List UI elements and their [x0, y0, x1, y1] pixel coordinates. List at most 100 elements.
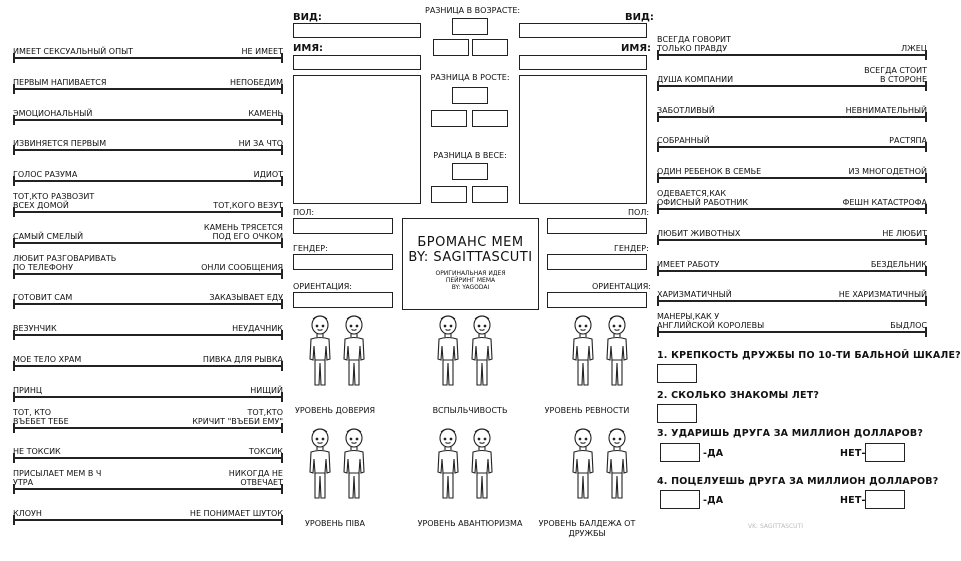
answer-3-no-label: НЕТ- — [840, 448, 866, 459]
height-diff-box-right[interactable] — [472, 110, 508, 127]
figure-pair[interactable] — [566, 315, 634, 391]
right-gender-field[interactable] — [547, 254, 647, 270]
person-figure — [572, 428, 594, 499]
right-scale-left-label: ИМЕЕТ РАБОТУ — [657, 259, 720, 269]
left-scale-right-label: НЕУДАЧНИК — [232, 324, 283, 334]
question-1: 1. КРЕПКОСТЬ ДРУЖБЫ ПО 10-ТИ БАЛЬНОЙ ШКА… — [657, 350, 961, 361]
figure-pair[interactable] — [303, 315, 371, 391]
left-scale-line[interactable] — [13, 53, 283, 63]
right-name-field[interactable] — [519, 55, 647, 70]
left-gender-label: ГЕНДЕР: — [293, 244, 328, 253]
left-scale-right-label: ОНЛИ СООБЩЕНИЯ — [201, 262, 283, 272]
watermark: VK: SAGITTASCUTI — [748, 523, 803, 530]
left-scale-line[interactable] — [13, 83, 283, 94]
person-figure — [606, 315, 628, 386]
weight-diff-box-right[interactable] — [472, 186, 508, 203]
left-scale-line[interactable] — [13, 484, 283, 495]
figure-pair[interactable] — [303, 428, 371, 504]
right-scale-line[interactable] — [657, 296, 927, 307]
right-scale-line[interactable] — [657, 234, 927, 245]
right-scale-line[interactable] — [657, 50, 927, 60]
left-scale-line[interactable] — [13, 361, 283, 371]
left-pol-label: ПОЛ: — [293, 208, 315, 217]
figure-pair[interactable] — [431, 428, 499, 504]
left-scale-left-label: ИЗВИНЯЕТСЯ ПЕРВЫМ — [13, 139, 107, 149]
right-photo-box[interactable] — [519, 75, 647, 204]
left-scale-line[interactable] — [13, 268, 283, 279]
answer-3-yes-box[interactable] — [660, 443, 700, 462]
right-scale-line[interactable] — [657, 173, 927, 184]
left-scale-right-label: КАМЕНЬ — [248, 108, 283, 118]
left-scale-line[interactable] — [13, 207, 283, 217]
right-pol-label: ПОЛ: — [628, 208, 650, 217]
left-scale-line[interactable] — [13, 391, 283, 402]
left-scale-line[interactable] — [13, 145, 283, 156]
answer-2-box[interactable] — [657, 404, 697, 423]
right-scale-line[interactable] — [657, 204, 927, 214]
left-scale-line[interactable] — [13, 422, 283, 433]
answer-4-yes-box[interactable] — [660, 490, 700, 509]
left-scale-line[interactable] — [13, 114, 283, 125]
left-photo-box[interactable] — [293, 75, 421, 204]
left-orient-field[interactable] — [293, 292, 393, 308]
person-figure — [309, 315, 331, 386]
left-scale-left-label: САМЫЙ СМЕЛЫЙ — [13, 231, 84, 241]
left-scale-left-label: ГОЛОС РАЗУМА — [13, 170, 78, 180]
weight-diff-box-top[interactable] — [452, 163, 488, 180]
right-vid-field[interactable] — [519, 23, 647, 38]
figure-caption: УРОВЕНЬ АВАНТЮРИЗМА — [417, 519, 523, 528]
left-vid-field[interactable] — [293, 23, 421, 38]
age-diff-box-top[interactable] — [452, 18, 488, 35]
right-scale-line[interactable] — [657, 327, 927, 338]
person-figure — [437, 315, 459, 386]
title-line-2: BY: SAGITTASCUTI — [408, 250, 533, 265]
title-credit: ОРИГИНАЛЬНАЯ ИДЕЯ ПЕЙРИНГ МЕМА BY: YAGOD… — [435, 270, 506, 291]
left-scale-right-label: НЕПОБЕДИМ — [229, 77, 283, 87]
left-scale-line[interactable] — [13, 176, 283, 187]
right-scale-line[interactable] — [657, 142, 927, 153]
left-pol-field[interactable] — [293, 218, 393, 234]
right-scale-left-label: ОДЕВАЕТСЯ,КАК ОФИСНЫЙ РАБОТНИК — [657, 189, 749, 207]
weight-diff-box-left[interactable] — [431, 186, 467, 203]
right-scale-left-label: ОДИН РЕБЕНОК В СЕМЬЕ — [657, 167, 762, 177]
right-scale-right-label: НЕ ХАРИЗМАТИЧНЫЙ — [838, 290, 927, 300]
left-scale-left-label: КЛОУН — [13, 509, 42, 518]
question-2: 2. СКОЛЬКО ЗНАКОМЫ ЛЕТ? — [657, 390, 820, 401]
right-scale-line[interactable] — [657, 80, 927, 91]
right-gender-label: ГЕНДЕР: — [614, 244, 649, 253]
figure-pair[interactable] — [431, 315, 499, 391]
answer-1-box[interactable] — [657, 364, 697, 383]
left-scale-line[interactable] — [13, 453, 283, 464]
left-scale-line[interactable] — [13, 237, 283, 248]
right-scale-line[interactable] — [657, 265, 927, 276]
answer-3-no-box[interactable] — [865, 443, 905, 462]
right-scale-left-label: МАНЕРЫ,КАК У АНГЛИЙСКОЙ КОРОЛЕВЫ — [657, 312, 765, 331]
height-diff-label: РАЗНИЦА В РОСТЕ: — [430, 73, 510, 82]
person-figure — [471, 315, 493, 386]
person-figure — [309, 428, 331, 499]
right-scale-right-label: РАСТЯПА — [889, 136, 927, 146]
weight-diff-label: РАЗНИЦА В ВЕСЕ: — [433, 151, 507, 160]
left-gender-field[interactable] — [293, 254, 393, 270]
right-pol-field[interactable] — [547, 218, 647, 234]
left-scale-left-label: ЭМОЦИОНАЛЬНЫЙ — [13, 108, 93, 118]
left-scale-line[interactable] — [13, 515, 283, 525]
left-name-field[interactable] — [293, 55, 421, 70]
right-scale-right-label: ЛЖЕЦ — [901, 44, 927, 53]
person-figure — [606, 428, 628, 499]
right-vid-label: ВИД: — [625, 12, 654, 23]
height-diff-box-left[interactable] — [431, 110, 467, 127]
age-diff-box-left[interactable] — [433, 39, 469, 56]
left-scale-left-label: ЛЮБИТ РАЗГОВАРИВАТЬ ПО ТЕЛЕФОНУ — [13, 253, 117, 272]
left-scale-line[interactable] — [13, 299, 283, 310]
answer-4-no-box[interactable] — [865, 490, 905, 509]
right-scale-left-label: ЛЮБИТ ЖИВОТНЫХ — [657, 228, 741, 238]
height-diff-box-top[interactable] — [452, 87, 488, 104]
left-scale-line[interactable] — [13, 330, 283, 341]
right-orient-field[interactable] — [547, 292, 647, 308]
age-diff-box-right[interactable] — [472, 39, 508, 56]
figure-pair[interactable] — [566, 428, 634, 504]
title-box: БРОМАНС МЕМ BY: SAGITTASCUTI ОРИГИНАЛЬНА… — [402, 218, 539, 310]
right-scale-left-label: ДУША КОМПАНИИ — [657, 74, 734, 84]
right-scale-line[interactable] — [657, 111, 927, 122]
